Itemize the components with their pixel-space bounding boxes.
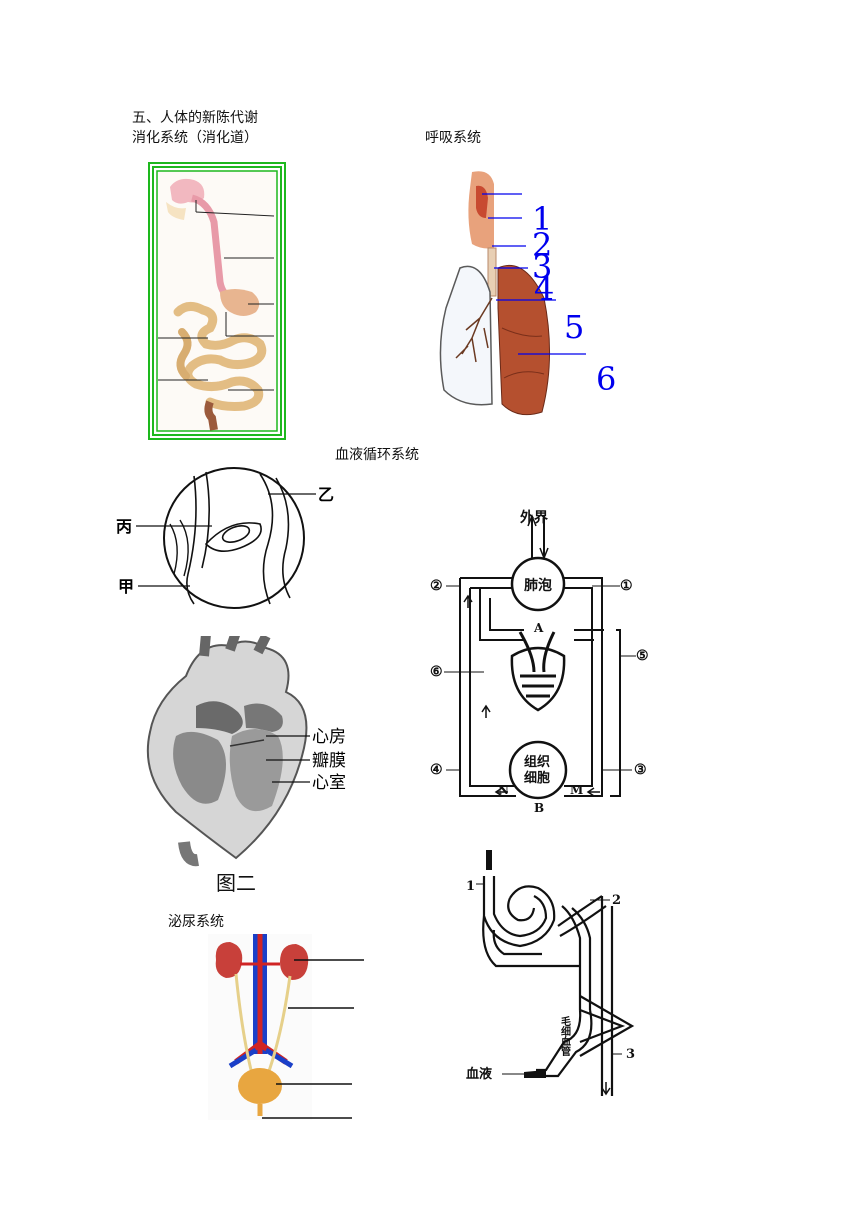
circ-num-2: ②: [430, 578, 443, 594]
nephron-num-2: 2: [612, 893, 621, 908]
respiratory-system-figure: 1 2 3 4 5 6: [439, 171, 616, 416]
circ-tissue-l1: 组织: [524, 754, 550, 770]
heart-label-valve: 瓣膜: [312, 751, 346, 771]
circ-alveoli: 肺泡: [524, 577, 552, 594]
capillary-label-bing: 丙: [116, 517, 132, 536]
circ-num-4: ④: [430, 762, 443, 778]
nephron-num-1: 1: [466, 879, 475, 894]
respiratory-title: 呼吸系统: [425, 130, 481, 146]
resp-label-4: 4: [534, 270, 554, 308]
nephron-figure: 1 2 3 血液 毛细血管: [466, 850, 635, 1096]
digestive-system-figure: [148, 162, 286, 440]
urinary-system-figure: [208, 934, 364, 1120]
resp-label-1: 1: [532, 200, 552, 238]
circ-outside: 外界: [520, 509, 549, 526]
heart-label-atrium: 心房: [312, 727, 346, 747]
heart-label-ventricle: 心室: [312, 773, 346, 793]
section-title: 五、人体的新陈代谢: [132, 110, 258, 126]
capillary-label-jia: 甲: [118, 577, 134, 596]
circulatory-title: 血液循环系统: [335, 447, 419, 463]
circ-num-3: ③: [634, 762, 647, 778]
circ-letter-b: B: [534, 801, 544, 815]
resp-label-3: 3: [532, 248, 552, 286]
nephron-num-3: 3: [626, 1047, 635, 1062]
nephron-capillary: 毛细血管: [559, 1015, 571, 1057]
digestive-title: 消化系统（消化道）: [132, 130, 258, 146]
capillary-label-yi: 乙: [318, 485, 334, 504]
circ-tissue-l2: 细胞: [524, 770, 550, 786]
nephron-blood: 血液: [466, 1066, 492, 1082]
resp-label-6: 6: [596, 360, 616, 398]
circ-letter-n: N: [498, 783, 509, 797]
circ-num-5: ⑤: [636, 648, 649, 664]
resp-label-5: 5: [564, 308, 584, 346]
resp-label-2: 2: [532, 226, 552, 264]
circ-num-1: ①: [620, 578, 633, 594]
capillary-figure: 乙 丙 甲: [116, 467, 334, 609]
urinary-title: 泌尿系统: [168, 914, 224, 930]
circ-letter-a: A: [533, 621, 544, 635]
circ-letter-m: M: [570, 783, 583, 797]
circ-num-6: ⑥: [430, 664, 443, 680]
circulation-schematic: 外界 肺泡 组织 细胞 A B N M ① ② ③ ④ ⑤ ⑥: [430, 509, 649, 815]
heart-figure: 心房 瓣膜 心室: [146, 636, 346, 867]
heart-caption: 图二: [216, 871, 256, 895]
